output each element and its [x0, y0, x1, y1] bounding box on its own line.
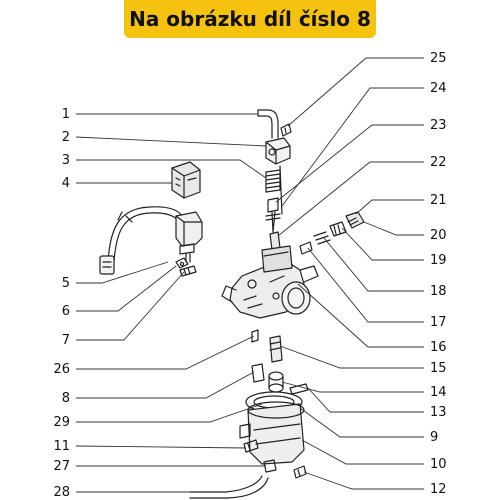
label-part-5: 5: [62, 276, 70, 291]
label-part-13: 13: [430, 405, 447, 420]
label-part-4: 4: [62, 176, 70, 191]
label-part-12: 12: [430, 482, 447, 497]
part-1-fuel-pipe: [257, 109, 279, 139]
part-27-drain-fitting: [263, 459, 277, 473]
part-25-screw: [280, 123, 292, 137]
label-part-8: 8: [62, 391, 70, 406]
part-19-idle-screw: [329, 221, 347, 237]
label-part-25: 25: [430, 51, 447, 66]
label-part-16: 16: [430, 340, 447, 355]
label-part-11: 11: [53, 439, 70, 454]
label-part-10: 10: [430, 457, 447, 472]
part-8-main-jet: [251, 363, 265, 383]
part-11-screw: [243, 439, 259, 453]
label-part-23: 23: [430, 118, 447, 133]
label-part-29: 29: [53, 415, 70, 430]
part-28-drain-hose: [189, 475, 269, 499]
part-3-spring: [265, 169, 281, 193]
part-7-screw: [179, 265, 197, 277]
label-part-28: 28: [53, 485, 70, 500]
part-17-screw: [299, 241, 313, 255]
label-part-24: 24: [430, 81, 447, 96]
part-15-jet: [269, 335, 283, 363]
label-part-17: 17: [430, 315, 447, 330]
leader-lines: [75, 57, 424, 493]
part-4-cap: [171, 161, 201, 199]
part-23-needle: [265, 197, 281, 233]
label-part-6: 6: [62, 304, 70, 319]
part-12-screw: [293, 465, 307, 479]
part-6-clip: [175, 257, 189, 269]
label-part-18: 18: [430, 284, 447, 299]
part-10-float-bowl: [239, 401, 305, 465]
title-text: Na obrázku díl číslo 8: [129, 7, 371, 31]
label-part-3: 3: [62, 153, 70, 168]
label-part-27: 27: [53, 459, 70, 474]
part-16-carburetor-body: [221, 245, 319, 319]
label-part-15: 15: [430, 361, 447, 376]
part-18-spring: [313, 231, 331, 245]
part-2-valve-body: [265, 137, 291, 165]
label-part-22: 22: [430, 155, 447, 170]
label-part-26: 26: [53, 362, 70, 377]
part-26-pin: [251, 329, 259, 343]
label-part-14: 14: [430, 385, 447, 400]
label-part-19: 19: [430, 253, 447, 268]
label-part-21: 21: [430, 193, 447, 208]
labels-left: 1 2 3 4 5 6 7 26 8 29 11 27 28: [53, 107, 70, 500]
part-5-electric-choke: [99, 206, 203, 275]
part-14-cylinder: [268, 371, 284, 393]
label-part-2: 2: [62, 130, 70, 145]
part-21-knob: [345, 211, 365, 229]
label-part-9: 9: [430, 430, 438, 445]
part-13-float-pin: [289, 383, 309, 395]
label-part-1: 1: [62, 107, 70, 122]
labels-right: 25 24 23 22 21 20 19 18 17 16 15 14 13 9…: [430, 51, 447, 497]
title-banner: Na obrázku díl číslo 8: [124, 0, 376, 38]
label-part-20: 20: [430, 228, 447, 243]
label-part-7: 7: [62, 333, 70, 348]
